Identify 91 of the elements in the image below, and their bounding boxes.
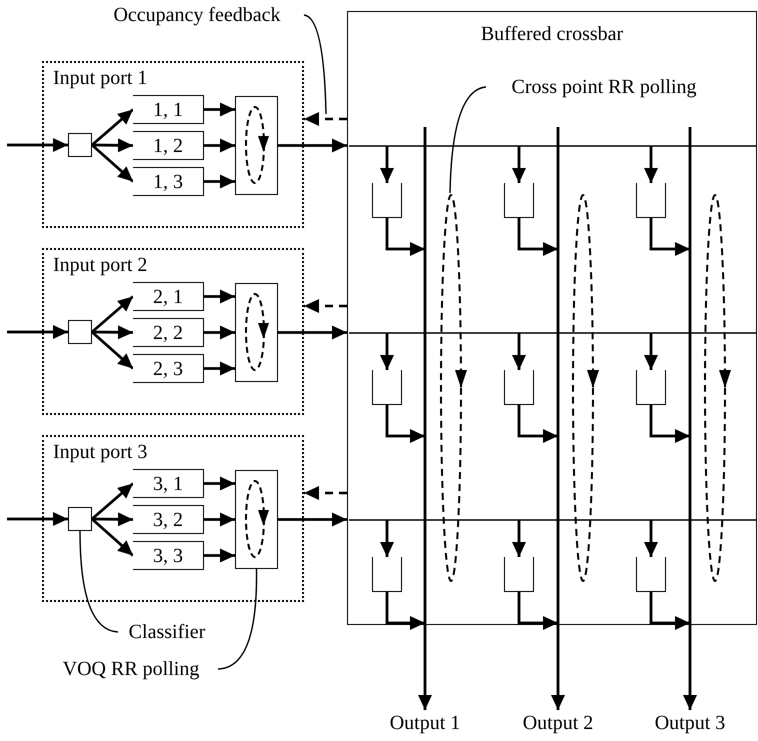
scheduler-box: [235, 470, 278, 569]
arrow: [386, 592, 425, 630]
arrow: [518, 592, 558, 630]
arrow: [278, 512, 347, 526]
arrow: [278, 326, 347, 340]
arrow: [91, 108, 134, 146]
arrow: [204, 138, 235, 152]
arrow: [204, 548, 235, 562]
feedback-arrow: [304, 112, 347, 126]
virtual-output-queue: 1, 1: [133, 95, 204, 124]
arrow: [386, 405, 425, 443]
arrow: [91, 518, 134, 557]
crossbar-label: Buffered crossbar: [480, 24, 624, 44]
crosspoint-buffer: [636, 183, 666, 218]
crosspoint-buffer: [372, 557, 402, 592]
arrow: [380, 333, 394, 370]
virtual-output-queue: 3, 2: [133, 505, 204, 534]
port-label: Input port 3: [53, 442, 148, 462]
annotation-text: VOQ RR polling: [44, 656, 218, 682]
arrow: [91, 482, 134, 520]
virtual-output-queue: 2, 2: [133, 318, 204, 347]
leader-line: [79, 530, 118, 633]
arrow: [380, 520, 394, 557]
annotation-text: Occupancy feedback: [90, 2, 304, 28]
annotation-text: Classifier: [118, 619, 216, 645]
annotation-text: Cross point RR polling: [486, 76, 722, 98]
virtual-output-queue: 3, 1: [133, 469, 204, 498]
arrow: [204, 174, 235, 188]
arrow: [512, 520, 526, 557]
input-port-box: [42, 248, 304, 415]
arrow: [644, 333, 658, 370]
crosspoint-buffer: [372, 370, 402, 405]
arrow: [386, 218, 425, 256]
crosspoint-buffer: [636, 557, 666, 592]
virtual-output-queue: 2, 3: [133, 354, 204, 383]
port-label: Input port 1: [53, 68, 148, 88]
arrow: [418, 127, 432, 710]
arrow: [91, 330, 134, 370]
classifier-box: [68, 507, 92, 531]
arrow: [204, 290, 235, 304]
leader-line: [304, 14, 327, 114]
scheduler-box: [235, 283, 278, 382]
port-label: Input port 2: [53, 255, 148, 275]
arrow: [204, 476, 235, 490]
arrow: [683, 127, 697, 710]
crosspoint-buffer: [504, 557, 534, 592]
feedback-arrow: [304, 299, 347, 313]
virtual-output-queue: 3, 3: [133, 541, 204, 570]
classifier-box: [68, 133, 92, 157]
arrow: [551, 127, 565, 710]
arrow: [650, 218, 690, 256]
crosspoint-buffer: [504, 370, 534, 405]
arrow: [644, 520, 658, 557]
virtual-output-queue: 2, 1: [133, 282, 204, 311]
arrow: [92, 512, 134, 526]
arrow: [650, 405, 690, 443]
arrow: [512, 333, 526, 370]
arrow: [7, 138, 68, 152]
input-port-box: [42, 61, 304, 228]
crosspoint-buffer: [504, 183, 534, 218]
virtual-output-queue: 1, 3: [133, 167, 204, 196]
arrow: [278, 138, 347, 152]
crosspoint-buffer: [372, 183, 402, 218]
arrow: [512, 146, 526, 183]
crossbar-box: [347, 11, 757, 625]
arrow: [91, 295, 134, 334]
arrow: [518, 218, 558, 256]
output-label: Output 1: [380, 710, 470, 736]
arrow: [92, 138, 134, 152]
arrow: [518, 405, 558, 443]
crosspoint-buffer: [636, 370, 666, 405]
leader-line: [449, 86, 486, 194]
leader-line: [218, 569, 258, 670]
input-port-box: [42, 435, 304, 602]
arrow: [204, 362, 235, 376]
output-label: Output 3: [645, 710, 735, 736]
arrow: [92, 325, 134, 340]
arrow: [7, 512, 68, 526]
feedback-arrow: [304, 486, 347, 500]
arrow: [650, 592, 690, 630]
virtual-output-queue: 1, 2: [133, 131, 204, 160]
arrow: [644, 146, 658, 183]
output-label: Output 2: [513, 710, 603, 736]
arrow: [204, 512, 235, 526]
arrow: [204, 326, 235, 340]
classifier-box: [68, 320, 92, 344]
arrow: [91, 144, 134, 183]
arrow: [380, 146, 394, 183]
arrow: [7, 325, 68, 339]
scheduler-box: [235, 96, 278, 195]
arrow: [204, 102, 235, 116]
